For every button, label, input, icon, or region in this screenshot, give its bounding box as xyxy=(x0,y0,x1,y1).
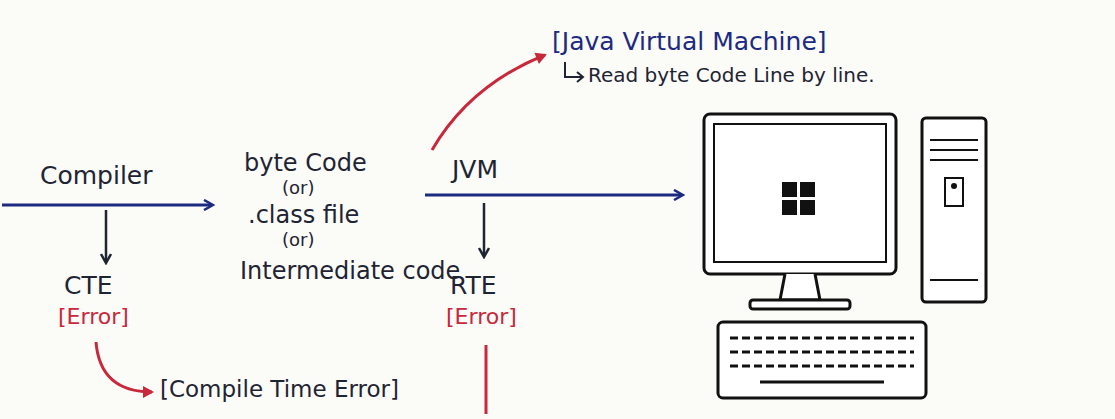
computer-illustration xyxy=(704,114,986,398)
output-name: byte Code xyxy=(244,150,367,178)
down-arrow xyxy=(105,210,108,262)
flow-arrow xyxy=(425,194,682,197)
note-text: Read byte Code Line by line. xyxy=(588,64,875,87)
output-name: Intermediate code xyxy=(240,258,460,286)
step-label: JVM xyxy=(452,156,498,185)
callout-arrow xyxy=(96,342,152,392)
hook-arrow xyxy=(577,72,583,82)
error-meaning: [Compile Time Error] xyxy=(160,376,399,402)
or-text: (or) xyxy=(282,230,314,251)
output-name: .class file xyxy=(248,202,359,230)
or-text: (or) xyxy=(282,178,314,199)
callout-arrow xyxy=(432,55,545,150)
callout-line xyxy=(485,345,488,414)
note-heading: [Java Virtual Machine] xyxy=(552,28,827,57)
down-arrow xyxy=(483,203,486,256)
error-tag: [Error] xyxy=(446,304,517,329)
flow-arrow xyxy=(2,204,212,207)
error-tag: [Error] xyxy=(58,304,129,329)
error-abbrev: RTE xyxy=(450,272,497,301)
error-abbrev: CTE xyxy=(64,272,113,301)
step-label: Compiler xyxy=(40,162,153,191)
